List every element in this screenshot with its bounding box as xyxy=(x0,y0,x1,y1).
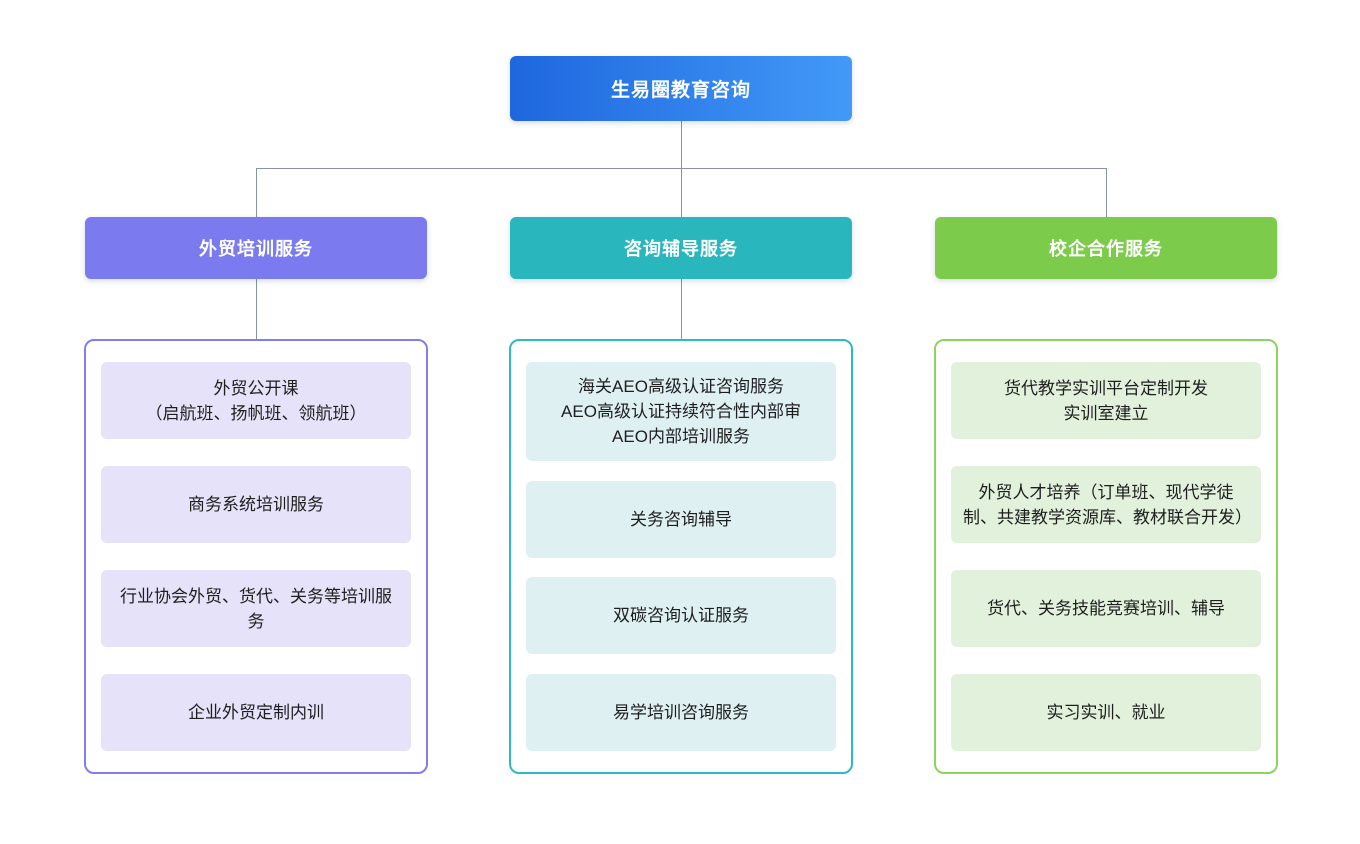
leaf-item: 实习实训、就业 xyxy=(951,674,1261,751)
leaf-item-text: 货代、关务技能竞赛培训、辅导 xyxy=(987,599,1225,618)
leaf-item-text: 外贸公开课 （启航班、扬帆班、领航班） xyxy=(145,378,367,423)
leaf-item-text: 实习实训、就业 xyxy=(1046,703,1166,722)
leaf-item-text: 外贸人才培养（订单班、现代学徒制、共建教学资源库、教材联合开发） xyxy=(963,482,1252,527)
leaf-item-text: 货代教学实训平台定制开发 实训室建立 xyxy=(1004,378,1208,423)
connector-branch3-top xyxy=(1106,168,1107,217)
branch-group-consulting-coaching: 海关AEO高级认证咨询服务 AEO高级认证持续符合性内部审 AEO内部培训服务 … xyxy=(509,339,853,774)
leaf-item-text: 易学培训咨询服务 xyxy=(613,702,749,722)
leaf-item-text: 企业外贸定制内训 xyxy=(188,703,324,722)
connector-branch2-group xyxy=(681,279,682,339)
leaf-item: 外贸公开课 （启航班、扬帆班、领航班） xyxy=(101,362,411,439)
leaf-item-text: 关务咨询辅导 xyxy=(630,509,732,529)
root-node-label: 生易圈教育咨询 xyxy=(610,80,751,101)
leaf-item: 货代教学实训平台定制开发 实训室建立 xyxy=(951,362,1261,439)
leaf-item-text: 双碳咨询认证服务 xyxy=(613,606,749,626)
branch-header-label: 咨询辅导服务 xyxy=(624,239,738,259)
leaf-item: 关务咨询辅导 xyxy=(526,480,836,558)
leaf-item: 货代、关务技能竞赛培训、辅导 xyxy=(951,570,1261,647)
branch-group-foreign-trade-training: 外贸公开课 （启航班、扬帆班、领航班） 商务系统培训服务 行业协会外贸、货代、关… xyxy=(84,339,428,774)
connector-branch2-top xyxy=(681,168,682,217)
connector-branch1-top xyxy=(256,168,257,217)
leaf-item: 行业协会外贸、货代、关务等培训服务 xyxy=(101,570,411,647)
leaf-item: 企业外贸定制内训 xyxy=(101,674,411,751)
branch-header-label: 外贸培训服务 xyxy=(199,239,313,259)
leaf-item-text: 海关AEO高级认证咨询服务 AEO高级认证持续符合性内部审 AEO内部培训服务 xyxy=(561,377,801,446)
connector-branch1-group xyxy=(256,279,257,339)
leaf-item: 易学培训咨询服务 xyxy=(526,673,836,751)
leaf-item-text: 行业协会外贸、货代、关务等培训服务 xyxy=(120,586,392,631)
leaf-item: 双碳咨询认证服务 xyxy=(526,577,836,655)
leaf-item: 商务系统培训服务 xyxy=(101,466,411,543)
branch-header-foreign-trade-training: 外贸培训服务 xyxy=(85,217,427,279)
root-node: 生易圈教育咨询 xyxy=(510,56,852,121)
leaf-item: 外贸人才培养（订单班、现代学徒制、共建教学资源库、教材联合开发） xyxy=(951,466,1261,543)
branch-group-school-enterprise-cooperation: 货代教学实训平台定制开发 实训室建立 外贸人才培养（订单班、现代学徒制、共建教学… xyxy=(934,339,1278,774)
connector-root-vertical xyxy=(681,121,682,168)
leaf-item-text: 商务系统培训服务 xyxy=(188,495,324,514)
branch-header-consulting-coaching: 咨询辅导服务 xyxy=(510,217,852,279)
leaf-item: 海关AEO高级认证咨询服务 AEO高级认证持续符合性内部审 AEO内部培训服务 xyxy=(526,362,836,461)
branch-header-school-enterprise-cooperation: 校企合作服务 xyxy=(935,217,1277,279)
branch-header-label: 校企合作服务 xyxy=(1049,239,1163,259)
